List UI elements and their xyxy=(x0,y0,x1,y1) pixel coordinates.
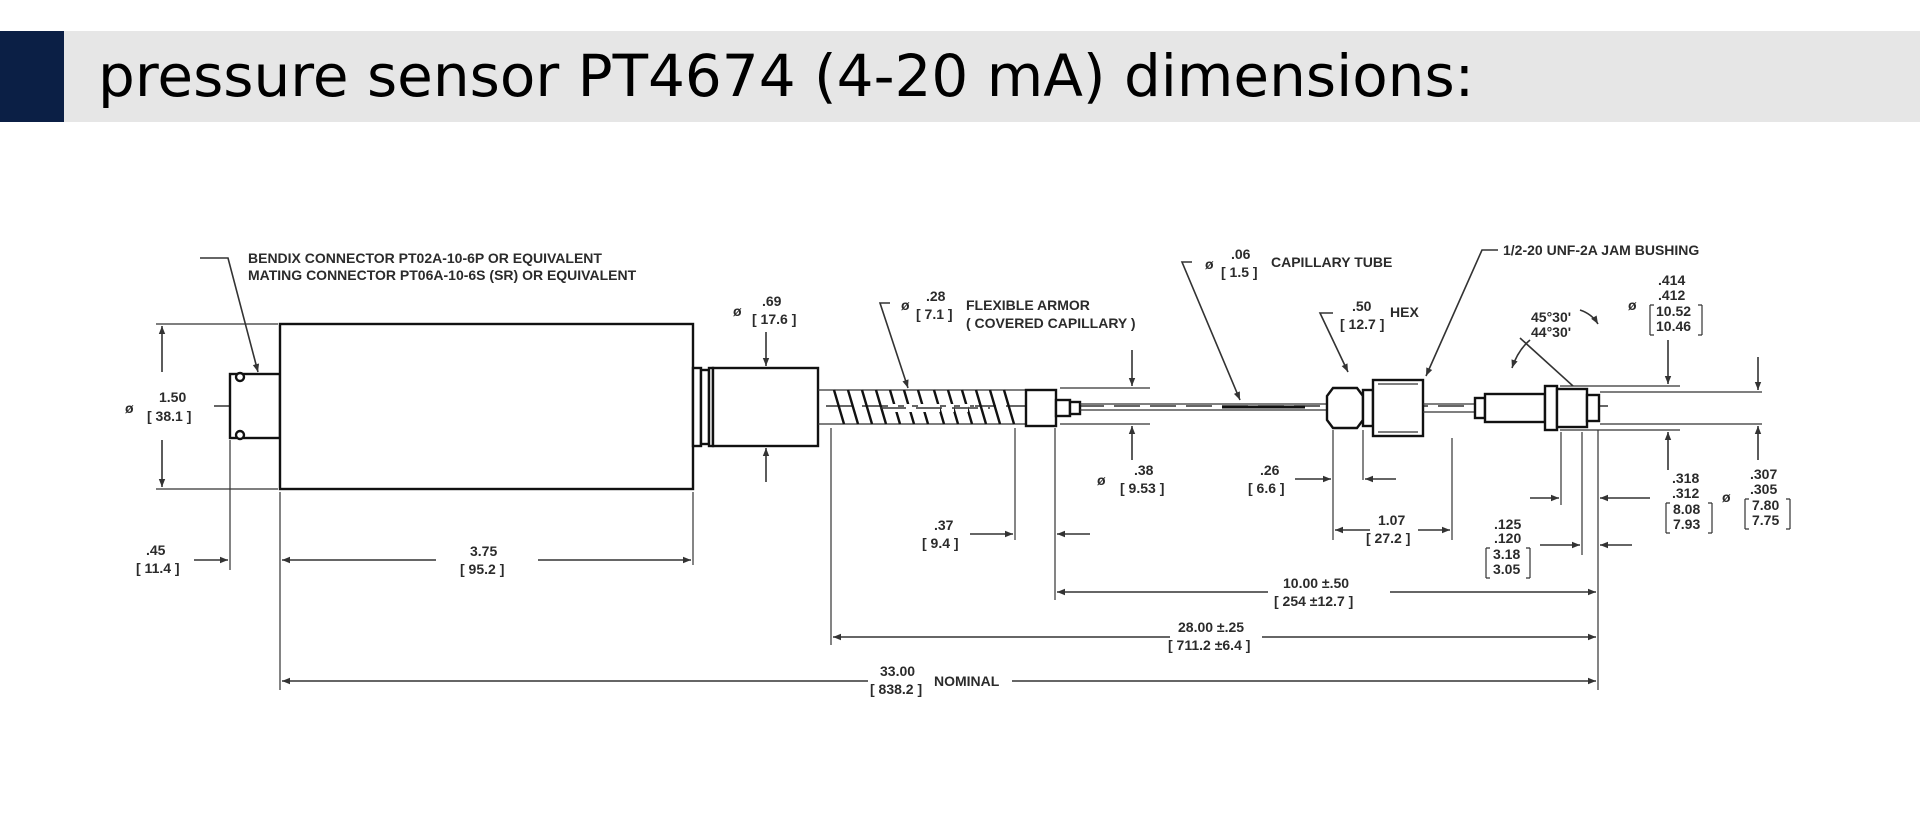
armor-dia-mm: [ 7.1 ] xyxy=(916,306,953,322)
nut xyxy=(711,366,820,448)
cap-len-in: 10.00 ±.50 xyxy=(1283,575,1349,591)
title-accent-block xyxy=(0,31,64,122)
tip-len-in-2: .312 xyxy=(1672,485,1699,501)
angle-label-1: 45°30' xyxy=(1531,309,1571,325)
callout-capillary-tube: CAPILLARY TUBE xyxy=(1271,254,1392,270)
tip-dia-in-1: .307 xyxy=(1750,466,1777,482)
hex-len-in: .26 xyxy=(1260,462,1280,478)
conn-len-mm: [ 11.4 ] xyxy=(136,560,180,576)
flange-in-2: .120 xyxy=(1494,530,1521,546)
flange-mm-1: 3.18 xyxy=(1493,546,1520,562)
callout-jam-bushing: 1/2-20 UNF-2A JAM BUSHING xyxy=(1503,242,1699,258)
body-dia-in: 1.50 xyxy=(159,389,186,405)
fit-len-mm: [ 27.2 ] xyxy=(1366,530,1410,546)
title-bar: pressure sensor PT4674 (4-20 mA) dimensi… xyxy=(0,31,1920,122)
callout-bendix-line-2: MATING CONNECTOR PT06A-10-6S (SR) OR EQU… xyxy=(248,267,637,283)
fer-len-in: .37 xyxy=(934,517,954,533)
cap-dia-symbol: ø xyxy=(1205,256,1214,272)
armor-len-in: 28.00 ±.25 xyxy=(1178,619,1244,635)
dimension-lines xyxy=(156,323,1762,690)
armor-dia-symbol: ø xyxy=(901,297,910,313)
fer-dia-mm: [ 9.53 ] xyxy=(1120,480,1164,496)
armor-len-mm: [ 711.2 ±6.4 ] xyxy=(1168,637,1250,653)
tip-len-mm-1: 8.08 xyxy=(1673,501,1700,517)
nut-dia-mm: [ 17.6 ] xyxy=(752,311,796,327)
tip-dia-mm-2: 7.75 xyxy=(1752,512,1779,528)
bush-dia-symbol: ø xyxy=(1628,297,1637,313)
conn-len-in: .45 xyxy=(146,542,166,558)
cap-len-mm: [ 254 ±12.7 ] xyxy=(1274,593,1353,609)
flange-mm-2: 3.05 xyxy=(1493,561,1520,577)
bush-dia-mm-1: 10.52 xyxy=(1656,303,1691,319)
sensor-assembly xyxy=(214,322,1615,491)
body-dia-symbol: ø xyxy=(125,400,134,416)
bush-dia-in-2: .412 xyxy=(1658,287,1685,303)
fer-dia-symbol: ø xyxy=(1097,472,1106,488)
fer-len-mm: [ 9.4 ] xyxy=(922,535,959,551)
nut-dia-in: .69 xyxy=(762,293,782,309)
tip-len-in-1: .318 xyxy=(1672,470,1699,486)
tip-len-mm-2: 7.93 xyxy=(1673,516,1700,532)
callout-bendix-line-1: BENDIX CONNECTOR PT02A-10-6P OR EQUIVALE… xyxy=(248,250,602,266)
nut-dia-symbol: ø xyxy=(733,303,742,319)
fer-dia-in: .38 xyxy=(1134,462,1154,478)
callout-leaders xyxy=(200,249,1599,401)
flexible-armor xyxy=(818,389,1030,425)
body-len-mm: [ 95.2 ] xyxy=(460,561,504,577)
bush-dia-in-1: .414 xyxy=(1658,272,1685,288)
body-dia-mm: [ 38.1 ] xyxy=(147,408,191,424)
page-title: pressure sensor PT4674 (4-20 mA) dimensi… xyxy=(98,42,1475,110)
overall-len-mm: [ 838.2 ] xyxy=(870,681,922,697)
main-body xyxy=(278,322,695,491)
callout-hex: HEX xyxy=(1390,304,1419,320)
body-len-in: 3.75 xyxy=(470,543,497,559)
angle-label-2: 44°30' xyxy=(1531,324,1571,340)
tip-dia-mm-1: 7.80 xyxy=(1752,497,1779,513)
tip-dia-in-2: .305 xyxy=(1750,481,1777,497)
tip-dia-symbol: ø xyxy=(1722,489,1731,505)
fit-len-in: 1.07 xyxy=(1378,512,1405,528)
dimension-labels: BENDIX CONNECTOR PT02A-10-6P OR EQUIVALE… xyxy=(125,242,1791,697)
hex-mm: [ 12.7 ] xyxy=(1340,316,1384,332)
bushing-tube xyxy=(1423,392,1547,424)
capillary-tube xyxy=(1080,403,1335,411)
overall-len-nominal: NOMINAL xyxy=(934,673,1000,689)
callout-flexible-armor-2: ( COVERED CAPILLARY ) xyxy=(966,315,1136,331)
hex-len-mm: [ 6.6 ] xyxy=(1248,480,1285,496)
collar xyxy=(691,366,715,448)
bendix-connector xyxy=(228,371,282,441)
cap-dia-in: .06 xyxy=(1231,246,1251,262)
bush-dia-mm-2: 10.46 xyxy=(1656,318,1691,334)
cap-dia-mm: [ 1.5 ] xyxy=(1221,264,1258,280)
armor-dia-in: .28 xyxy=(926,288,946,304)
overall-len-in: 33.00 xyxy=(880,663,915,679)
ferrule xyxy=(1024,388,1082,428)
jam-bushing xyxy=(1543,384,1601,432)
hex-fitting xyxy=(1325,378,1425,438)
flange-in-1: .125 xyxy=(1494,516,1521,532)
callout-flexible-armor-1: FLEXIBLE ARMOR xyxy=(966,297,1090,313)
hex-in: .50 xyxy=(1352,298,1372,314)
